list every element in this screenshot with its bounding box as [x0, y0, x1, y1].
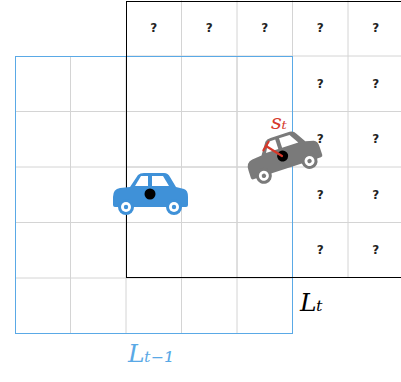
unknown-cell-mark: ? — [317, 78, 324, 90]
unknown-cell-mark: ? — [372, 189, 379, 201]
window-label: Lₜ — [300, 290, 323, 315]
unknown-cell-mark: ? — [261, 22, 268, 34]
window-label: Lₜ₋₁ — [128, 341, 174, 366]
unknown-cell-mark: ? — [372, 133, 379, 145]
previous-car — [113, 173, 188, 215]
unknown-cell-mark: ? — [150, 22, 157, 34]
grid-line — [237, 1, 238, 279]
unknown-cell-mark: ? — [317, 189, 324, 201]
unknown-cell-mark: ? — [317, 22, 324, 34]
grid-line — [181, 1, 182, 279]
grid-line — [70, 56, 71, 334]
grid-line — [126, 111, 401, 112]
unknown-cell-mark: ? — [372, 22, 379, 34]
offset-symbol: sₜ — [271, 112, 287, 133]
unknown-cell-mark: ? — [206, 22, 213, 34]
unknown-cell-mark: ? — [372, 78, 379, 90]
current-car — [241, 124, 325, 187]
offset-marker — [263, 142, 282, 156]
unknown-cell-mark: ? — [317, 133, 324, 145]
unknown-cell-mark: ? — [372, 244, 379, 256]
grid-line — [126, 222, 401, 223]
unknown-cell-mark: ? — [317, 244, 324, 256]
grid-line — [348, 1, 349, 279]
current-window: Lₜ — [126, 1, 401, 279]
